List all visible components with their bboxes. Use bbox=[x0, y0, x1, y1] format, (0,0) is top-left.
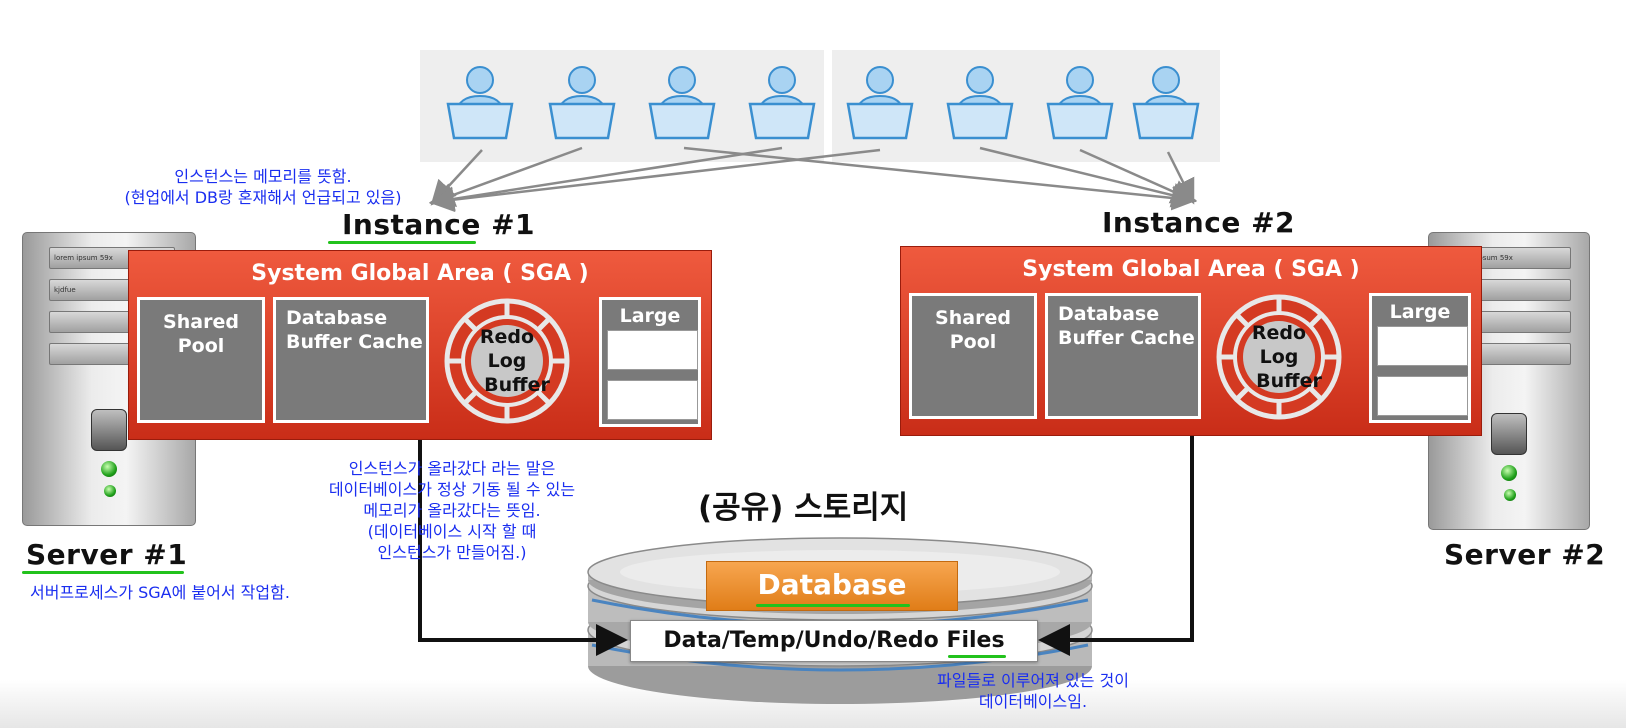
files-highlight bbox=[948, 655, 1006, 658]
server1-highlight bbox=[22, 571, 184, 574]
note-line: 메모리가 올라갔다는 뜻임. bbox=[363, 501, 541, 520]
instance1-title-word: Instance bbox=[342, 208, 481, 241]
redo-label: Buffer bbox=[1256, 370, 1322, 392]
server1-handle bbox=[91, 409, 127, 451]
large-pool-label: Large bbox=[619, 305, 681, 327]
sga-title: System Global Area ( SGA ) bbox=[1022, 257, 1360, 282]
large-pool-box: Large bbox=[599, 297, 701, 427]
buffer-cache-label: Buffer Cache bbox=[1058, 327, 1195, 349]
note-line: 파일들로 이루어져 있는 것이 bbox=[937, 671, 1129, 690]
server2-handle bbox=[1491, 413, 1527, 455]
large-pool-slot bbox=[1377, 326, 1468, 366]
user-icon bbox=[944, 62, 1016, 144]
user-icon bbox=[1130, 62, 1202, 144]
user-icon bbox=[444, 62, 516, 144]
user-icon bbox=[844, 62, 916, 144]
note-line: (현업에서 DB랑 혼재해서 언급되고 있음) bbox=[124, 188, 402, 207]
shared-pool-box: Shared Pool bbox=[137, 297, 265, 423]
note-line: 인스턴스가 만들어짐.) bbox=[377, 543, 527, 562]
redo-label: Buffer bbox=[484, 374, 550, 396]
large-pool-label: Large bbox=[1389, 301, 1451, 323]
redo-log-buffer: Redo Log Buffer bbox=[443, 297, 571, 425]
note-line: (데이터베이스 시작 할 때 bbox=[367, 522, 537, 541]
user-icon bbox=[1044, 62, 1116, 144]
user-line bbox=[979, 146, 1197, 208]
sga-instance1: System Global Area ( SGA ) Shared Pool D… bbox=[128, 250, 712, 440]
server1-led bbox=[104, 485, 116, 497]
large-pool-slot bbox=[607, 330, 698, 370]
buffer-cache-box: Database Buffer Cache bbox=[1045, 293, 1201, 419]
buffer-cache-label: Database bbox=[286, 307, 388, 329]
large-pool-box: Large bbox=[1369, 293, 1471, 423]
redo-log-buffer: Redo Log Buffer bbox=[1215, 293, 1343, 421]
redo-label: Log bbox=[1259, 346, 1299, 368]
instance1-title-number: #1 bbox=[480, 208, 536, 241]
instance1-highlight bbox=[328, 241, 476, 244]
shared-pool-label: Pool bbox=[177, 335, 225, 357]
instance2-title: Instance #2 bbox=[1102, 206, 1296, 239]
note-line: 인스턴스는 메모리를 뜻함. bbox=[174, 167, 352, 186]
shared-pool-label: Shared bbox=[935, 307, 1011, 329]
files-note: 파일들로 이루어져 있는 것이 데이터베이스임. bbox=[910, 670, 1156, 712]
shared-pool-box: Shared Pool bbox=[909, 293, 1037, 419]
user-icon bbox=[646, 62, 718, 144]
note-line: 인스턴스가 올라갔다 라는 말은 bbox=[348, 459, 556, 478]
sga-instance2: System Global Area ( SGA ) Shared Pool D… bbox=[900, 246, 1482, 436]
user-line bbox=[1079, 148, 1197, 204]
sga-title: System Global Area ( SGA ) bbox=[251, 261, 589, 286]
buffer-cache-label: Database bbox=[1058, 303, 1160, 325]
server2-title: Server #2 bbox=[1444, 538, 1606, 571]
redo-label: Redo bbox=[1251, 322, 1307, 344]
redo-label: Log bbox=[487, 350, 527, 372]
instance2-storage-line bbox=[1038, 434, 1194, 656]
user-line bbox=[429, 148, 881, 213]
instance1-title: Instance #1 bbox=[342, 208, 535, 241]
user-icon bbox=[546, 62, 618, 144]
user-line bbox=[429, 146, 783, 212]
user-line bbox=[683, 146, 1197, 211]
user-line bbox=[429, 146, 583, 207]
server-process-note: 서버프로세스가 SGA에 붙어서 작업함. bbox=[30, 582, 290, 603]
note-line: 데이터베이스가 정상 기동 될 수 있는 bbox=[328, 480, 576, 499]
redo-label: Redo bbox=[479, 326, 535, 348]
large-pool-slot bbox=[607, 380, 698, 420]
instance-meaning-note: 인스턴스는 메모리를 뜻함. (현업에서 DB랑 혼재해서 언급되고 있음) bbox=[98, 166, 428, 208]
server1-led bbox=[101, 461, 117, 477]
note-line: 데이터베이스임. bbox=[978, 692, 1088, 711]
server2-led bbox=[1501, 465, 1517, 481]
note-line: 서버프로세스가 SGA에 붙어서 작업함. bbox=[30, 583, 290, 602]
large-pool-slot bbox=[1377, 376, 1468, 416]
storage-title: (공유) 스토리지 bbox=[698, 490, 909, 526]
database-label: Database bbox=[706, 561, 958, 611]
instance-up-note: 인스턴스가 올라갔다 라는 말은 데이터베이스가 정상 기동 될 수 있는 메모… bbox=[300, 458, 604, 563]
user-line bbox=[1166, 151, 1195, 205]
user-icon bbox=[746, 62, 818, 144]
server1-title: Server #1 bbox=[26, 538, 188, 571]
shared-pool-label: Shared bbox=[163, 311, 239, 333]
buffer-cache-box: Database Buffer Cache bbox=[273, 297, 429, 423]
server2-led bbox=[1504, 489, 1516, 501]
instance1-storage-line bbox=[418, 438, 628, 656]
buffer-cache-label: Buffer Cache bbox=[286, 331, 423, 353]
shared-pool-label: Pool bbox=[949, 331, 997, 353]
database-highlight bbox=[756, 604, 910, 607]
